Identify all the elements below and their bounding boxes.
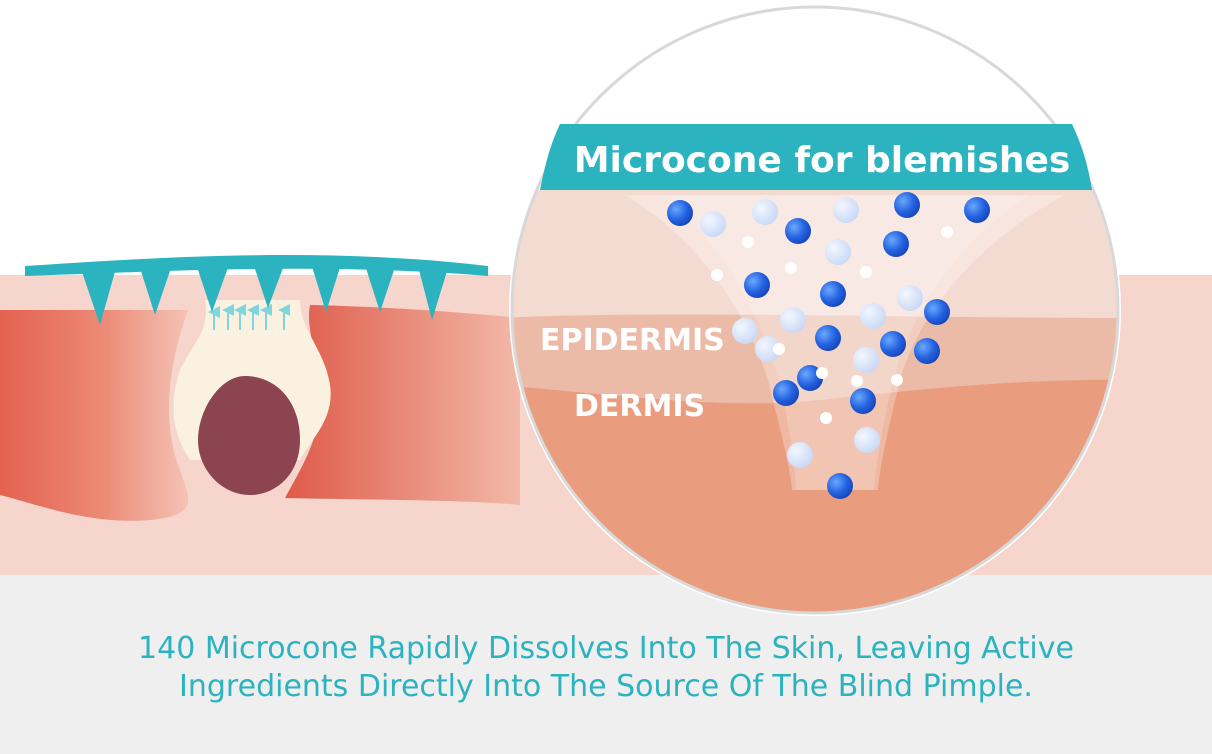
particle-active [827, 473, 853, 499]
particle-active [894, 192, 920, 218]
banner-title: Microcone for blemishes [574, 140, 1071, 181]
particle-small [891, 374, 903, 386]
particle-dissolving [853, 347, 879, 373]
absorption-arrows [208, 304, 290, 330]
particle-active [815, 325, 841, 351]
caption-line-2: Ingredients Directly Into The Source Of … [179, 669, 1033, 704]
particle-small [711, 269, 723, 281]
particle-active [880, 331, 906, 357]
particle-dissolving [825, 239, 851, 265]
particle-active [744, 272, 770, 298]
microcone-patch [25, 255, 488, 325]
bottom-band [0, 575, 1212, 754]
pimple-core [198, 376, 300, 495]
particle-active [820, 281, 846, 307]
particle-active [850, 388, 876, 414]
epidermis-label: EPIDERMIS [540, 323, 725, 358]
dermis-lobe-left [0, 310, 189, 521]
particle-dissolving [833, 197, 859, 223]
particle-dissolving [755, 336, 781, 362]
particle-dissolving [780, 307, 806, 333]
title-banner: Microcone for blemishes [540, 124, 1092, 190]
particle-small [820, 412, 832, 424]
particle-small [742, 236, 754, 248]
zoom-dermis [512, 379, 1118, 613]
particle-active [773, 380, 799, 406]
particle-active [785, 218, 811, 244]
particle-dissolving [897, 285, 923, 311]
caption-line-1: 140 Microcone Rapidly Dissolves Into The… [138, 631, 1074, 666]
particle-dissolving [700, 211, 726, 237]
dermis-label: DERMIS [574, 389, 705, 424]
particle-active [667, 200, 693, 226]
particle-small [785, 262, 797, 274]
particle-dissolving [787, 442, 813, 468]
particle-dissolving [860, 303, 886, 329]
particle-dissolving [752, 199, 778, 225]
particle-small [851, 375, 863, 387]
particle-dissolving [854, 427, 880, 453]
ingredient-particles [667, 192, 990, 499]
dermis-lobe-right [285, 305, 520, 505]
particle-active [914, 338, 940, 364]
absorption-channel [625, 195, 1065, 490]
particle-active [883, 231, 909, 257]
particle-small [816, 367, 828, 379]
particle-dissolving [732, 318, 758, 344]
particle-small [941, 226, 953, 238]
particle-small [773, 343, 785, 355]
particle-small [860, 266, 872, 278]
particle-active [964, 197, 990, 223]
particle-active [924, 299, 950, 325]
magnifier-circle [509, 4, 1121, 616]
caption: 140 Microcone Rapidly Dissolves Into The… [0, 630, 1212, 706]
